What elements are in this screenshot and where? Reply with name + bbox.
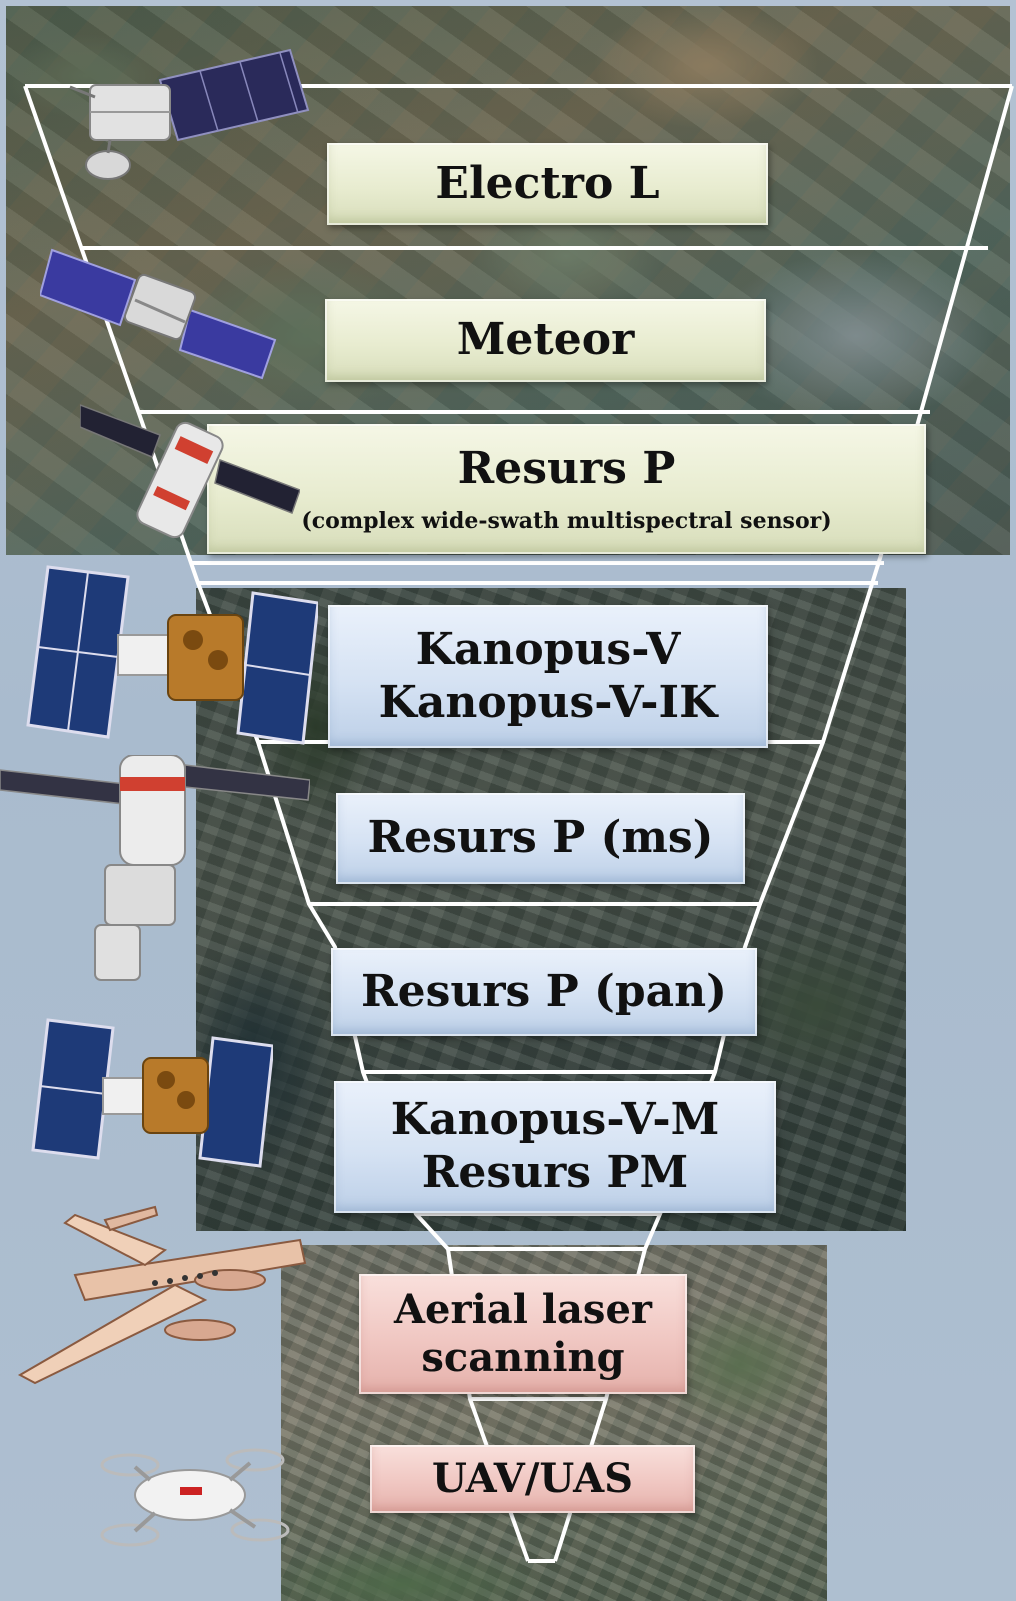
level-label: Electro L [435,157,660,209]
level-label: UAV/UAS [432,1455,633,1502]
level-label: Resurs P (pan) [361,965,727,1017]
satellite-icon [31,1018,273,1168]
level-label: Kanopus-V-M [390,1094,720,1146]
level-box-kanopus-v: Kanopus-V Kanopus-V-IK [328,605,768,748]
level-label: Resurs PM [421,1147,689,1198]
airplane-icon [17,1205,307,1385]
level-subtitle: (complex wide-swath multispectral sensor… [301,508,832,535]
level-box-uav-uas: UAV/UAS [370,1445,695,1513]
level-box-resurs-p-pan: Resurs P (pan) [331,948,757,1036]
satellite-icon [40,248,277,380]
level-label: Kanopus-V-IK [378,676,718,728]
level-label: Kanopus-V [415,623,681,675]
satellite-icon [26,565,318,745]
level-label: Aerial laser [394,1286,652,1333]
satellite-icon [69,48,310,180]
satellite-icon [0,755,310,981]
level-label: Meteor [456,314,635,366]
level-box-aerial-laser-scanning: Aerial laser scanning [359,1274,687,1394]
level-box-resurs-p-ms: Resurs P (ms) [336,793,745,884]
drone-icon [100,1448,290,1547]
level-label: Resurs P (ms) [367,812,714,864]
level-box-resurs-p: Resurs P (complex wide-swath multispectr… [207,424,926,554]
level-box-kanopus-v-m: Kanopus-V-M Resurs PM [334,1081,776,1213]
level-label: Resurs P [457,443,676,495]
level-box-meteor: Meteor [325,299,766,382]
level-label: scanning [421,1334,625,1381]
level-box-electro-l: Electro L [327,143,768,225]
satellite-icon [80,404,300,539]
